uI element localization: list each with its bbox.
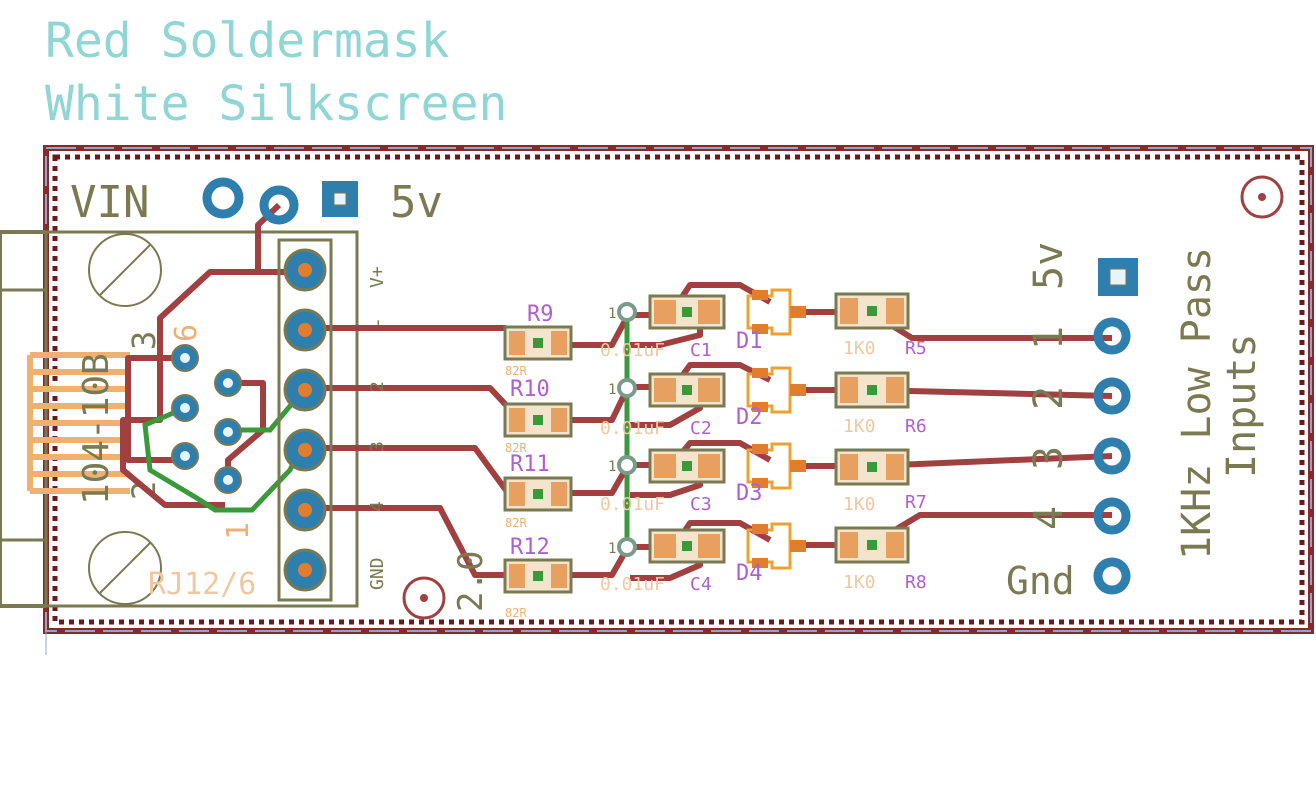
- header-5v-label: 5v: [1026, 242, 1072, 290]
- power-pin-mid: [259, 185, 299, 225]
- r5-value: 1K0: [843, 338, 876, 359]
- pin-mark-minus: -: [367, 317, 388, 328]
- connector-name: RJ12/6: [148, 567, 256, 602]
- r6-name: R6: [905, 416, 927, 437]
- power-pin-5v: [322, 181, 358, 217]
- traces: [120, 202, 1113, 581]
- five-v-label: 5v: [390, 177, 443, 228]
- d2-name: D2: [736, 405, 763, 430]
- header-pin-4-label: 4: [1026, 506, 1072, 530]
- r11-name: R11: [510, 452, 550, 477]
- c4-pin: 1: [608, 541, 616, 557]
- r9-name: R9: [527, 302, 554, 327]
- r10-name: R10: [510, 377, 550, 402]
- c3-value: 0.01uF: [600, 494, 665, 515]
- rj12-header-pins: [277, 238, 333, 602]
- header-pin-1-label: 1: [1026, 326, 1072, 350]
- title-line-2: White Silkscreen: [45, 76, 507, 132]
- pin-mark-3: 3: [367, 441, 388, 452]
- connector-pin-label-6: 6: [169, 324, 204, 342]
- capacitors: [648, 294, 726, 564]
- rj12-inner-pads: [171, 344, 242, 494]
- c1-pin: 1: [608, 306, 616, 322]
- r12-value: 82R: [505, 606, 527, 620]
- r5-name: R5: [905, 338, 927, 359]
- connector-value: 104-10B: [76, 353, 117, 505]
- r7-name: R7: [905, 492, 927, 513]
- c4-value: 0.01uF: [600, 574, 665, 595]
- header-gnd-label: Gnd: [1006, 559, 1075, 603]
- version-label: 2.0: [451, 551, 491, 612]
- rj12-connector: [0, 230, 359, 608]
- pin-mark-4: 4: [367, 501, 388, 512]
- vin-label: VIN: [70, 177, 149, 228]
- r6-value: 1K0: [843, 416, 876, 437]
- d4-name: D4: [736, 561, 763, 586]
- c2-name: C2: [690, 418, 712, 439]
- r8-name: R8: [905, 572, 927, 593]
- pin-mark-gnd: GND: [367, 557, 388, 590]
- c2-pin: 1: [608, 382, 616, 398]
- filter-resistors: [834, 292, 910, 564]
- r10-value: 82R: [505, 441, 527, 455]
- c1-name: C1: [690, 340, 712, 361]
- c2-value: 0.01uF: [600, 418, 665, 439]
- r8-value: 1K0: [843, 572, 876, 593]
- c3-pin: 1: [608, 459, 616, 475]
- connector-pin-label-3: 3: [125, 331, 163, 350]
- c4-name: C4: [690, 574, 712, 595]
- header-caption-line-2: Inputs: [1219, 334, 1265, 479]
- d3-name: D3: [736, 481, 763, 506]
- pin-mark-vplus: V+: [367, 266, 388, 288]
- capacitor-vias: [617, 302, 637, 557]
- mounting-hole-top-right: [1240, 175, 1284, 219]
- r11-value: 82R: [505, 516, 527, 530]
- r7-value: 1K0: [843, 494, 876, 515]
- c3-name: C3: [690, 494, 712, 515]
- header-pin-3-label: 3: [1026, 446, 1072, 470]
- pin-mark-2: 2: [367, 381, 388, 392]
- power-pin-vin: [202, 177, 244, 219]
- r12-name: R12: [510, 535, 550, 560]
- connector-pin-label-1: 1: [221, 522, 256, 540]
- mounting-hole-bottom: [402, 576, 446, 620]
- r9-value: 82R: [505, 364, 527, 378]
- diodes: [746, 288, 806, 570]
- title-line-1: Red Soldermask: [45, 13, 450, 69]
- input-resistors: [503, 325, 573, 594]
- header-pin-2-label: 2: [1026, 386, 1072, 410]
- output-header: [1093, 258, 1138, 595]
- d1-name: D1: [736, 329, 763, 354]
- header-caption-line-1: 1KHz Low Pass: [1174, 247, 1220, 560]
- c1-value: 0.01uF: [600, 340, 665, 361]
